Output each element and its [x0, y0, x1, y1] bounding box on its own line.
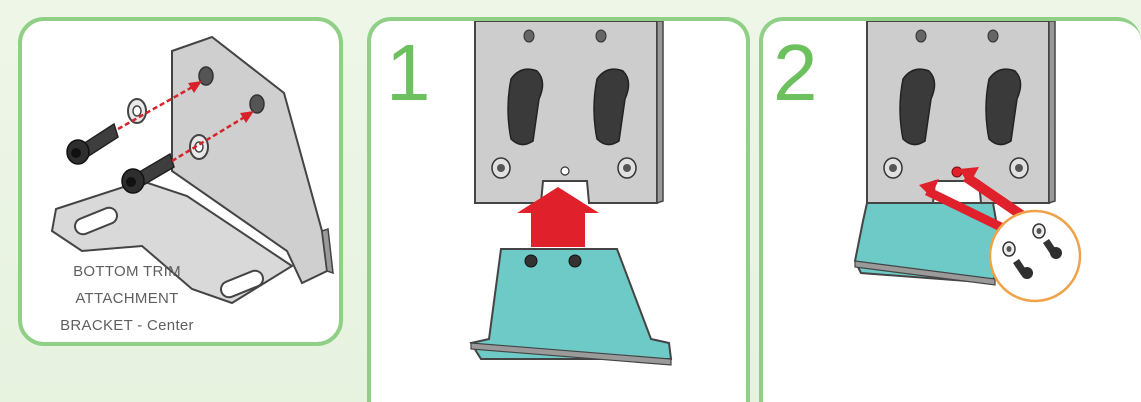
fastener-hole-highlight: [952, 167, 962, 177]
step-1-panel: 1: [367, 17, 750, 402]
caption-line-2: ATTACHMENT: [32, 285, 222, 312]
bolt-upper: [67, 124, 118, 164]
hardware-callout: [990, 211, 1080, 301]
step-2-panel: 2: [759, 17, 1141, 402]
step-number-2: 2: [773, 33, 818, 113]
plate-hole-lower: [250, 95, 264, 113]
step-number-1: 1: [386, 33, 431, 113]
caption-line-3: BRACKET - Center: [32, 312, 222, 339]
part-caption: BOTTOM TRIM ATTACHMENT BRACKET - Center: [32, 258, 222, 339]
part-overview-panel: BOTTOM TRIM ATTACHMENT BRACKET - Center: [18, 17, 343, 346]
caption-line-1: BOTTOM TRIM: [32, 258, 222, 285]
step-2-illustration: [763, 21, 1141, 402]
